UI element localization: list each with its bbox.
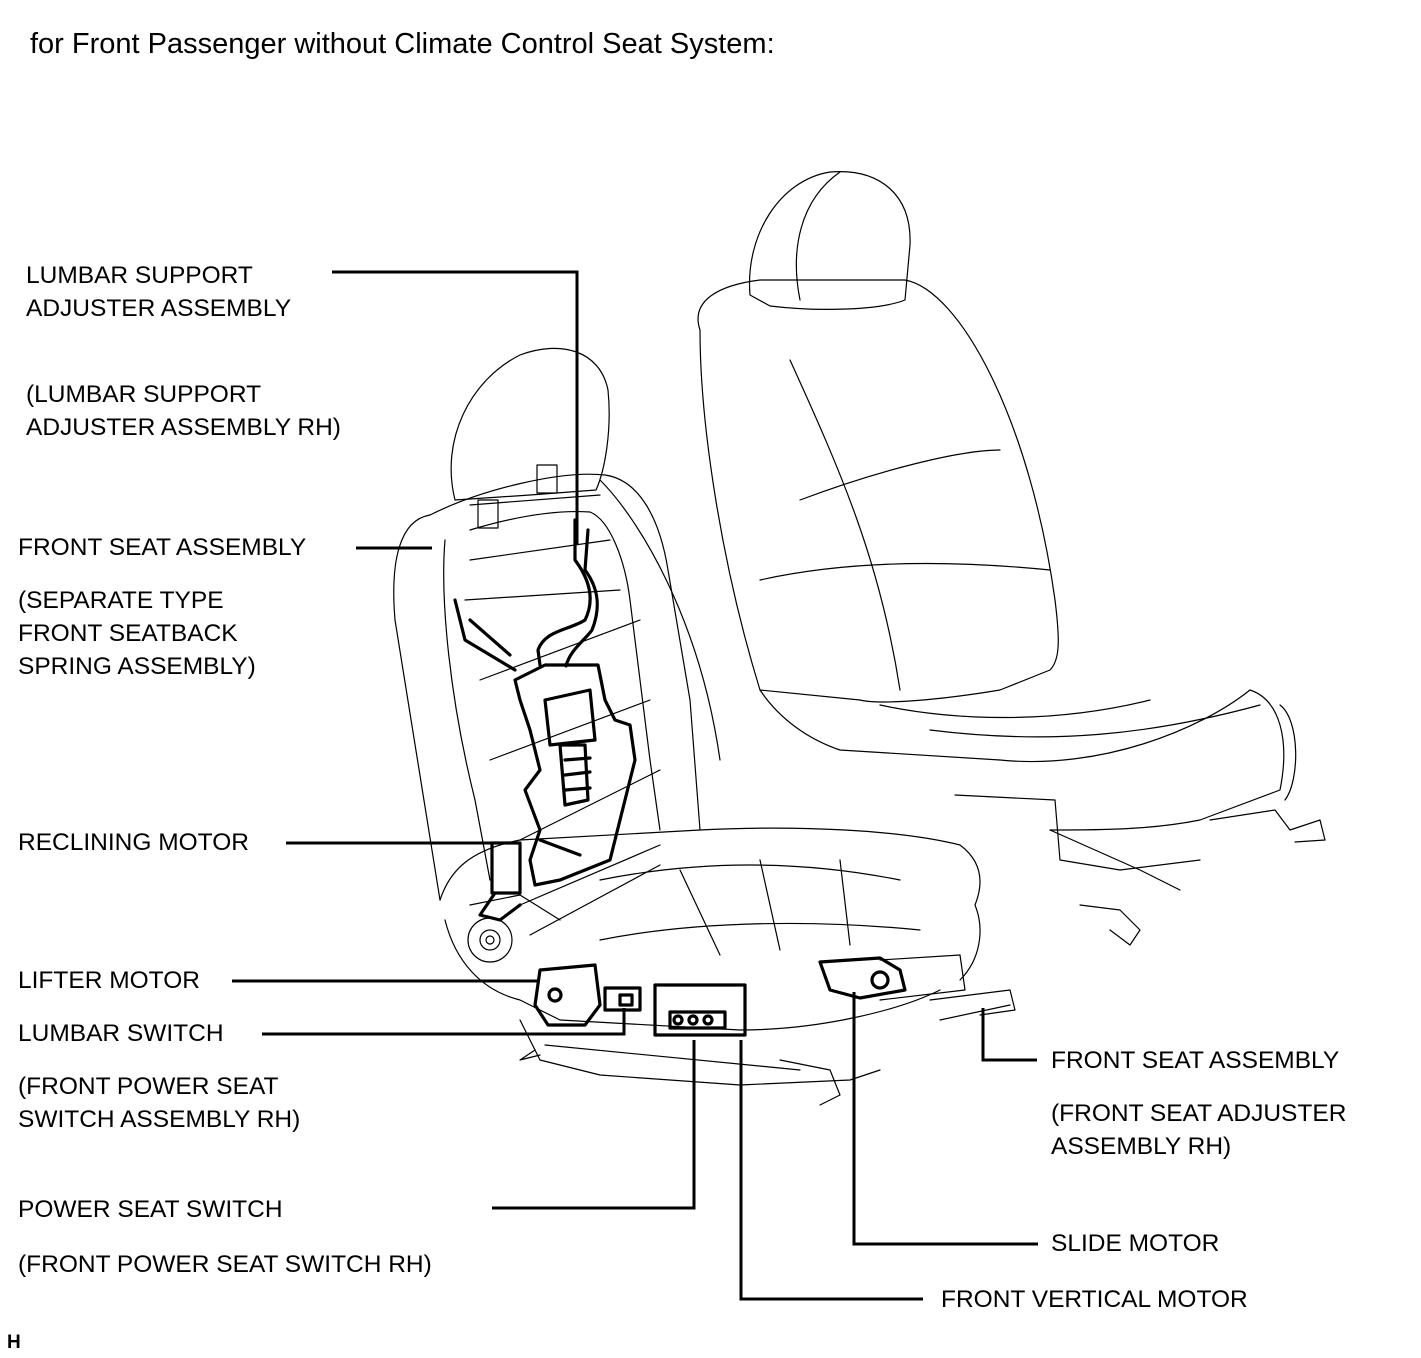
label-lumbar-switch: LUMBAR SWITCH bbox=[18, 1020, 224, 1047]
leader-lines bbox=[232, 270, 1038, 1301]
label-power-seat-switch: POWER SEAT SWITCH bbox=[18, 1196, 283, 1223]
label-front-seat-adjuster-rh-line1: (FRONT SEAT ADJUSTER bbox=[1051, 1100, 1347, 1127]
label-front-power-seat-switch-assembly-rh-line2: SWITCH ASSEMBLY RH) bbox=[18, 1106, 301, 1133]
leader-front-seat-assembly-right bbox=[981, 1008, 1037, 1062]
label-front-power-seat-switch-assembly-rh-line1: (FRONT POWER SEAT bbox=[18, 1073, 279, 1100]
diagram-title: for Front Passenger without Climate Cont… bbox=[30, 28, 775, 60]
label-front-seat-adjuster-rh-line2: ASSEMBLY RH) bbox=[1051, 1133, 1232, 1160]
label-lumbar-support-rh-line2: ADJUSTER ASSEMBLY RH) bbox=[26, 414, 341, 441]
label-separate-type-line3: SPRING ASSEMBLY) bbox=[18, 653, 256, 680]
rear-seat-outline bbox=[697, 171, 1326, 1021]
front-seat-outline bbox=[393, 347, 981, 1106]
label-lumbar-support-line1: LUMBAR SUPPORT bbox=[26, 262, 253, 289]
label-front-power-seat-switch-rh: (FRONT POWER SEAT SWITCH RH) bbox=[18, 1251, 432, 1278]
label-lumbar-support-rh-line1: (LUMBAR SUPPORT bbox=[26, 381, 262, 408]
leader-lumbar-switch bbox=[262, 1008, 626, 1036]
leader-power-seat-switch bbox=[492, 1040, 696, 1210]
leader-lumbar-support bbox=[332, 270, 579, 545]
label-lifter-motor: LIFTER MOTOR bbox=[18, 967, 200, 994]
corner-mark: H bbox=[7, 1332, 21, 1353]
label-reclining-motor: RECLINING MOTOR bbox=[18, 829, 249, 856]
label-lumbar-support-line2: ADJUSTER ASSEMBLY bbox=[26, 295, 292, 322]
label-front-seat-assembly-right: FRONT SEAT ASSEMBLY bbox=[1051, 1047, 1340, 1074]
leader-slide-motor bbox=[852, 992, 1038, 1246]
label-front-vertical-motor: FRONT VERTICAL MOTOR bbox=[941, 1286, 1248, 1313]
label-separate-type-line2: FRONT SEATBACK bbox=[18, 620, 238, 647]
label-separate-type-line1: (SEPARATE TYPE bbox=[18, 587, 224, 614]
leader-front-vertical-motor bbox=[739, 1040, 923, 1301]
label-slide-motor: SLIDE MOTOR bbox=[1051, 1230, 1220, 1257]
internal-components bbox=[453, 518, 907, 1037]
label-front-seat-assembly: FRONT SEAT ASSEMBLY bbox=[18, 534, 307, 561]
